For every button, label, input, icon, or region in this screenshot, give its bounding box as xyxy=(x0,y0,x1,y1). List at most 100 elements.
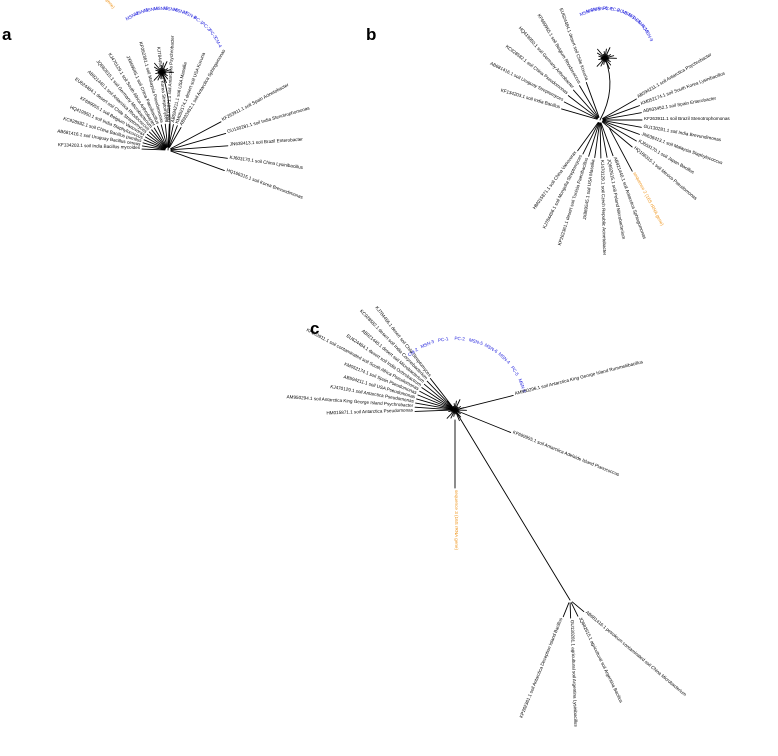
tree-branch xyxy=(602,120,642,128)
tree-branch xyxy=(170,150,225,171)
reference-taxon-label: HM015871.1 soil Antarctica Psychrobacter xyxy=(165,35,175,122)
tree-branch xyxy=(601,121,633,148)
panel-label: a xyxy=(2,25,12,44)
tree-branch xyxy=(154,62,163,73)
isolate-label: MSN-5 xyxy=(468,337,484,346)
tree-branch xyxy=(602,98,637,119)
tree-branch xyxy=(419,390,453,410)
tree-branch xyxy=(454,409,571,601)
reference-taxon-label: JN638413.1 soil Brazil Enterobacter xyxy=(230,137,304,147)
isolate-label: MSN-5 xyxy=(586,6,602,14)
tree-panel-a: aMSN-2MSN-3MSN-4MSN-5MSN-6MSN-7MSN-8PC-1… xyxy=(2,0,311,200)
isolate-label: MSN-8 xyxy=(182,10,197,21)
tree-branch xyxy=(599,122,602,159)
tree-branch xyxy=(600,122,608,158)
tree-panel-b: bMSN-4MSN-5MSN-6PC-1PC-2PC-3MSN-7MSN-8CM… xyxy=(366,6,730,256)
tree-branch xyxy=(416,398,453,410)
tree-branch xyxy=(151,129,167,149)
tree-branch xyxy=(602,105,640,120)
panel-label: c xyxy=(310,319,319,338)
isolate-label: CM-4 xyxy=(213,36,223,49)
tree-branch xyxy=(161,61,168,73)
tree-branch xyxy=(148,131,167,149)
tree-branch xyxy=(156,125,168,148)
reference-taxon-label: AM950296.1 soil Antarctica King George I… xyxy=(514,359,644,396)
tree-branch xyxy=(164,123,169,148)
reference-taxon-label: KF699955.1 soil Antarctica Adelaide Isla… xyxy=(512,430,621,478)
isolate-label: PC-1 xyxy=(602,6,613,12)
tree-branch xyxy=(572,89,599,119)
tree-branch xyxy=(414,406,453,411)
tree-branch xyxy=(167,123,170,148)
isolate-label: PC-2 xyxy=(609,6,621,13)
isolate-label: MSN-7 xyxy=(173,7,189,16)
isolate-label: MSN-4 xyxy=(497,351,511,365)
tree-branch xyxy=(415,402,453,410)
tree-branch xyxy=(594,122,601,159)
tree-branch xyxy=(421,387,453,409)
isolate-label: MSN-4 xyxy=(143,6,158,13)
tree-branch xyxy=(426,380,454,409)
tree-branch xyxy=(457,395,514,410)
tree-branch xyxy=(604,47,611,59)
tree-branch xyxy=(417,394,453,410)
tree-branch xyxy=(414,409,453,412)
isolate-label: MSN-3 xyxy=(420,339,436,349)
tree-branch xyxy=(141,145,166,150)
isolate-label: PC-3 xyxy=(616,7,628,15)
tree-branch xyxy=(569,602,572,619)
reference-taxon-label: KP262361.1 soil Antarctica Deception Isl… xyxy=(519,616,564,718)
tree-branch xyxy=(561,108,598,120)
tree-branch xyxy=(598,57,606,60)
isolate-label: PC-2 xyxy=(454,336,465,342)
tree-branch xyxy=(429,378,454,409)
isolate-label: PC-2 xyxy=(201,21,212,32)
isolate-label: MSN-8 xyxy=(517,378,527,394)
tree-branch xyxy=(609,128,633,172)
tree-branch xyxy=(571,601,585,613)
isolate-label: MSN-6 xyxy=(484,342,499,354)
reference-taxon-label: KJ470129.1 soil Czech Republic Acinetoba… xyxy=(600,160,607,256)
tree-branch xyxy=(170,149,228,159)
isolate-label: PC-3 xyxy=(208,28,219,40)
isolate-label: MSN-6 xyxy=(593,6,608,12)
isolate-label: MSN-7 xyxy=(621,9,636,20)
tree-branch xyxy=(602,112,642,120)
tree-branch xyxy=(457,410,512,433)
reference-taxon-label: GU130281.1 agricultural soil Argentina L… xyxy=(570,620,579,728)
reference-taxon-label: HM015871.1 soil Antarctica Pseudomonas xyxy=(326,407,413,415)
tree-branch xyxy=(563,101,598,120)
tree-backbone xyxy=(161,71,171,151)
isolate-label: CM-4 xyxy=(634,17,646,29)
reference-taxon-label: JQ682615.1 agricultural soil Argentina B… xyxy=(578,616,624,704)
reference-taxon-label: KJ603170.1 soil China Lysinibacillus xyxy=(229,155,304,170)
tree-branch xyxy=(153,127,167,148)
tree-branch xyxy=(454,399,461,411)
tree-branch xyxy=(562,602,570,618)
isolate-label: MSN-6 xyxy=(163,6,178,13)
tree-branch xyxy=(170,121,222,150)
tree-branch xyxy=(570,602,579,617)
tree-branch xyxy=(170,145,229,151)
tree-branch xyxy=(585,81,600,118)
tree-branch xyxy=(169,127,182,148)
tree-branch xyxy=(160,124,168,148)
tree-branch xyxy=(600,122,614,157)
tree-branch xyxy=(596,57,606,67)
panel-label: b xyxy=(366,25,376,44)
isolate-label: MSN-3 xyxy=(134,7,150,17)
tree-branch xyxy=(168,124,174,148)
tree-branch xyxy=(153,71,163,81)
tree-branch xyxy=(602,120,640,135)
tree-branch xyxy=(579,85,599,118)
tree-branch xyxy=(582,122,600,155)
isolate-label: PC-1 xyxy=(438,336,450,343)
tree-branch xyxy=(142,142,166,150)
tree-branch xyxy=(446,409,456,419)
tree-branch xyxy=(146,133,167,149)
isolate-label: MSN-5 xyxy=(154,6,169,11)
tree-branch xyxy=(168,125,178,148)
isolate-label: PC-5 xyxy=(640,23,650,35)
